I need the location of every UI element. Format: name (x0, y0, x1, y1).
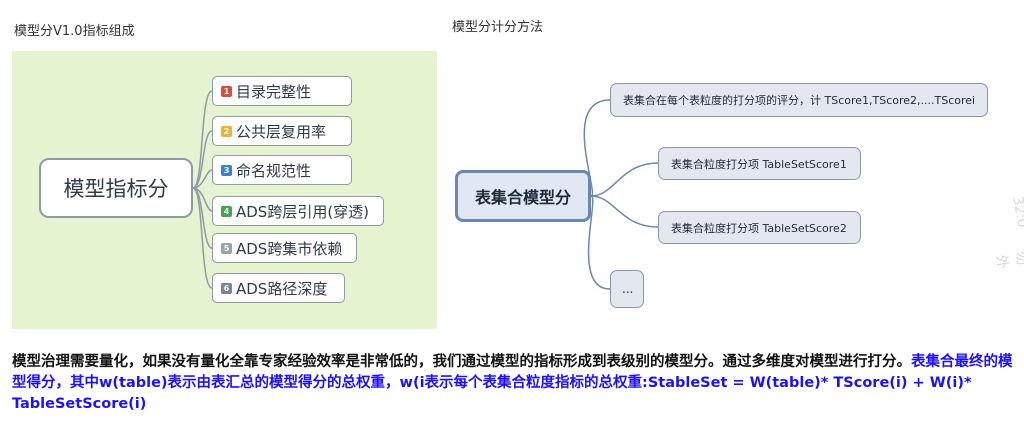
indicator-node-5: 5 ADS跨集市依赖 (212, 233, 357, 263)
right-caption: 模型分计分方法 (452, 20, 544, 35)
right-connector-1 (583, 99, 611, 197)
right-connector-3 (590, 195, 659, 228)
indicator-node-2: 2 公共层复用率 (212, 116, 352, 146)
number-badge-5: 5 (221, 242, 232, 254)
description-text: 模型治理需要量化，如果没有量化全靠专家经验效率是非常低的，我们通过模型的指标形成… (12, 354, 911, 370)
indicator-label-3: 命名规范性 (236, 161, 312, 180)
indicator-node-1: 1 目录完整性 (212, 76, 352, 106)
score-node-more: ... (610, 270, 644, 308)
root-node-model-indicator: 模型指标分 (39, 158, 193, 218)
left-connector-lines (192, 90, 213, 289)
connector-2 (192, 130, 213, 189)
indicator-label-1: 目录完整性 (236, 82, 312, 101)
left-caption: 模型分V1.0指标组成 (14, 24, 135, 39)
indicator-label-4: ADS跨层引用(穿透) (236, 202, 370, 221)
description-paragraph: 模型治理需要量化，如果没有量化全靠专家经验效率是非常低的，我们通过模型的指标形成… (12, 352, 1016, 415)
right-connector-4 (587, 195, 611, 290)
score-node-tableset-1: 表集合粒度打分项 TableSetScore1 (658, 147, 861, 180)
right-connector-2 (590, 162, 659, 197)
root-node-table-set-score: 表集合模型分 (455, 170, 591, 222)
number-badge-6: 6 (221, 282, 232, 294)
connector-3 (192, 169, 213, 189)
number-badge-2: 2 (221, 125, 232, 137)
indicator-node-3: 3 命名规范性 (212, 155, 352, 185)
indicator-label-2: 公共层复用率 (236, 122, 327, 141)
indicator-label-6: ADS路径深度 (236, 279, 328, 298)
indicator-node-6: 6 ADS路径深度 (212, 273, 345, 303)
number-badge-4: 4 (221, 205, 232, 217)
indicator-mind-map: 模型指标分 1 目录完整性 2 公共层复用率 3 命名规范性 4 ADS跨层引用… (12, 51, 437, 329)
number-badge-1: 1 (221, 85, 232, 97)
formula-text: 表集合最终的模型得分，其中w(table)表示由表汇总的模型得分的总权重，w(i… (12, 354, 1013, 412)
score-node-tableset-2: 表集合粒度打分项 TableSetScore2 (658, 211, 861, 244)
connector-1 (192, 90, 213, 189)
indicator-label-5: ADS跨集市依赖 (236, 239, 343, 258)
number-badge-3: 3 (221, 164, 232, 176)
indicator-node-4: 4 ADS跨层引用(穿透) (212, 196, 384, 226)
connector-6 (192, 187, 213, 289)
score-node-table-granularity: 表集合在每个表粒度的打分项的评分，计 TScore1,TScore2,....T… (610, 83, 988, 117)
